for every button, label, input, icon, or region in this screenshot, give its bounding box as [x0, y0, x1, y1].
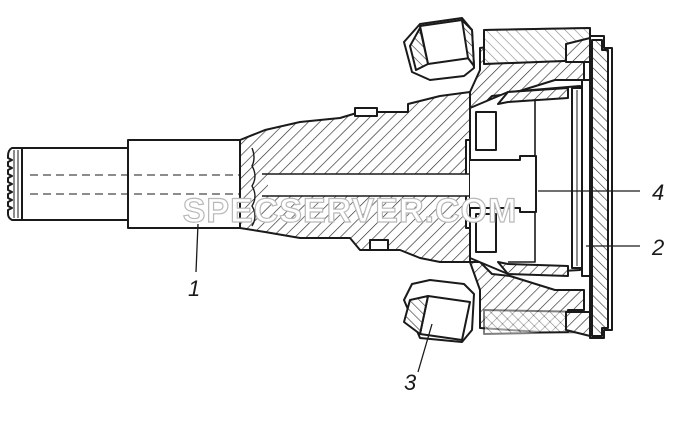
callout-1: 1	[188, 276, 200, 301]
bearing	[403, 17, 475, 343]
inner-cup	[469, 85, 581, 277]
watermark-text: SPECSERVER.COM	[183, 192, 518, 230]
callout-2: 2	[651, 235, 664, 260]
ring-stack	[565, 35, 613, 339]
callout-3: 3	[404, 370, 417, 395]
callout-4: 4	[652, 180, 664, 205]
leader-lines	[195, 190, 640, 373]
spline-end	[7, 147, 22, 221]
shaft	[21, 91, 471, 263]
